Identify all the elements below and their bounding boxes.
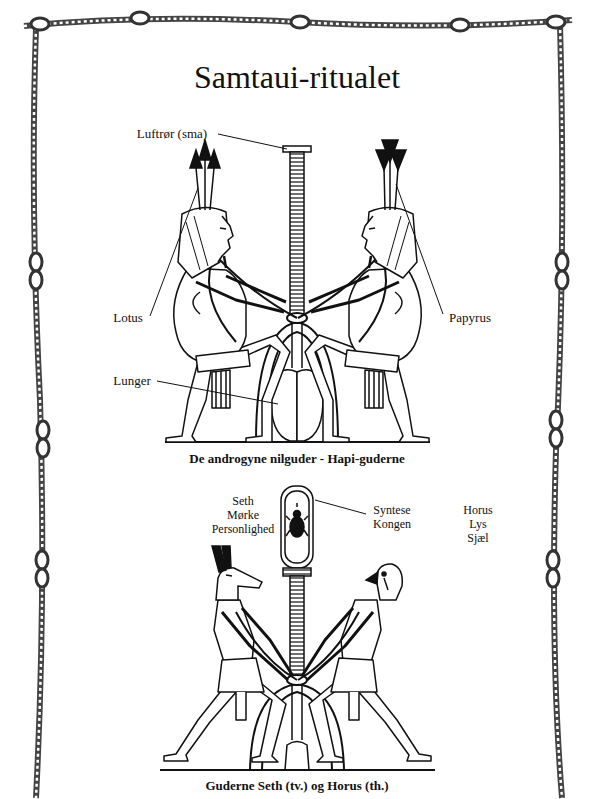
rope-knot-part bbox=[556, 253, 568, 271]
rope-knot-part bbox=[36, 569, 48, 587]
seth-horus-figures-part bbox=[164, 600, 297, 762]
lotus-headdress bbox=[190, 140, 220, 210]
rope-knot bbox=[30, 12, 568, 587]
rope-knot-part bbox=[30, 271, 42, 289]
part-label: Papyrus bbox=[449, 311, 491, 325]
rope-knot-part bbox=[451, 19, 469, 31]
leader-line-part bbox=[218, 134, 287, 149]
part-label: Lotus bbox=[113, 311, 143, 325]
leader-line-part bbox=[157, 381, 278, 404]
rope-knot-part bbox=[37, 439, 49, 457]
cartouche-pole-part bbox=[292, 685, 302, 740]
seth-head-part bbox=[226, 575, 232, 576]
leader-line-part bbox=[150, 188, 198, 316]
part-label: Luftrør (sma) bbox=[137, 127, 207, 141]
horus-head-part bbox=[376, 564, 402, 600]
rope-knot-part bbox=[31, 18, 49, 30]
god-label: Syntese Kongen bbox=[357, 503, 427, 531]
god-label: Seth Mørke Personlighed bbox=[198, 494, 288, 536]
rope-knot-part bbox=[547, 16, 565, 28]
cartouche-pole-part bbox=[285, 491, 309, 563]
lotus-headdress-part bbox=[199, 140, 211, 160]
rope-knot-part bbox=[550, 429, 562, 447]
horus-head bbox=[366, 564, 402, 600]
seth-horus-figures bbox=[164, 600, 431, 762]
rope-knot-part bbox=[36, 551, 48, 569]
horus-head-part bbox=[366, 572, 378, 584]
part-label: Lunger bbox=[113, 374, 151, 388]
rope-knot-part bbox=[131, 12, 149, 24]
hapi-figures-part bbox=[298, 207, 429, 442]
rope-knot-part bbox=[37, 421, 49, 439]
sma-pole-part bbox=[290, 152, 304, 314]
leader-line bbox=[150, 134, 443, 514]
god-label: Horus Lys Sjæl bbox=[443, 503, 513, 545]
seth-head-part bbox=[222, 546, 231, 569]
figure-caption: De androgyne nilguder - Hapi-guderne bbox=[189, 452, 404, 466]
cartouche-pole-part bbox=[160, 769, 435, 771]
horus-head-part bbox=[382, 572, 386, 576]
seth-horus-figures-part bbox=[298, 600, 431, 762]
rope-knot-part bbox=[547, 569, 559, 587]
cartouche-pole-part bbox=[283, 568, 311, 576]
sma-pole bbox=[165, 146, 430, 442]
rope-border bbox=[24, 19, 572, 798]
rope-border-part bbox=[34, 28, 43, 798]
leader-line-part bbox=[315, 500, 366, 514]
cartouche-pole-part bbox=[286, 503, 308, 536]
lotus-headdress-part bbox=[208, 150, 220, 168]
seth-head-part bbox=[216, 568, 262, 600]
hapi-figures bbox=[166, 207, 429, 442]
sma-pole-part bbox=[283, 146, 311, 152]
leader-line-part bbox=[396, 184, 443, 314]
hapi-figures-part bbox=[166, 207, 297, 442]
papyrus-headdress-part bbox=[390, 150, 406, 170]
rope-knot-part bbox=[556, 271, 568, 289]
rope-knot-part bbox=[30, 253, 42, 271]
rope-knot-part bbox=[547, 551, 559, 569]
seth-head bbox=[212, 546, 262, 600]
sma-pole-part bbox=[292, 323, 302, 368]
cartouche-pole bbox=[160, 486, 435, 770]
cartouche-pole-part bbox=[290, 576, 304, 676]
horus-head-part bbox=[384, 578, 388, 590]
cartouche-pole-part bbox=[294, 511, 301, 518]
cartouche-pole-part bbox=[290, 517, 304, 537]
cartouche-pole-part bbox=[281, 486, 313, 568]
page-title: Samtaui-ritualet bbox=[194, 60, 400, 95]
rope-border-part bbox=[34, 28, 43, 798]
cartouche-pole-part bbox=[285, 742, 309, 771]
rope-knot-part bbox=[550, 411, 562, 429]
rope-knot-part bbox=[291, 16, 309, 28]
figure-caption: Guderne Seth (tv.) og Horus (th.) bbox=[205, 779, 388, 793]
sma-pole-part bbox=[165, 441, 430, 443]
